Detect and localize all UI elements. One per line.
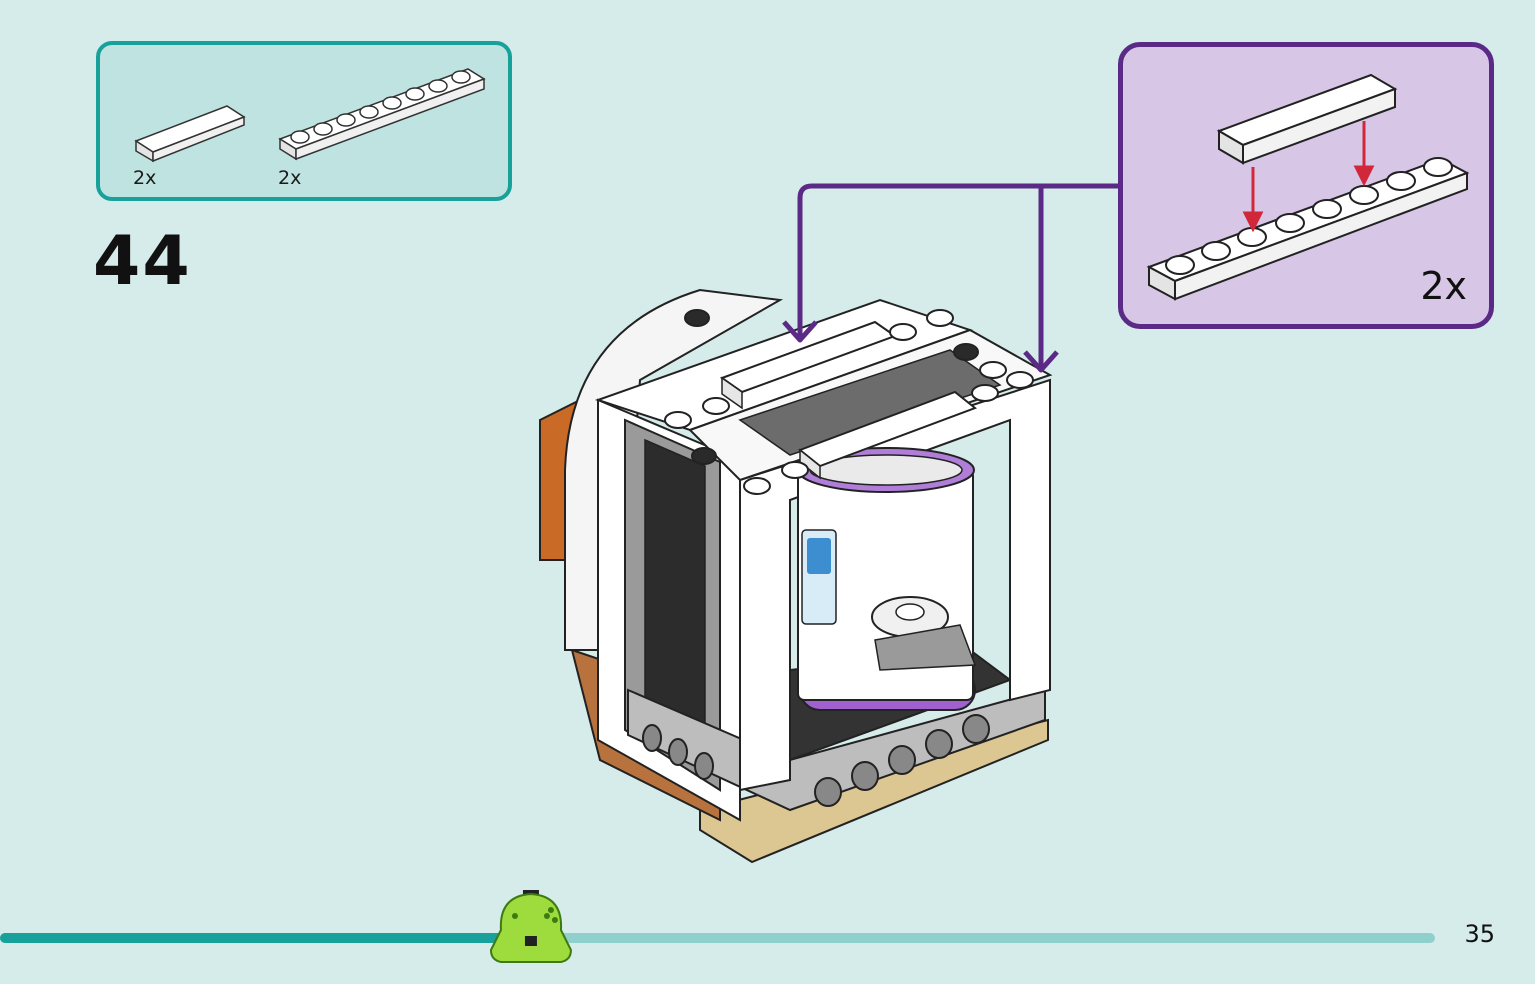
gray-bracket	[874, 624, 977, 671]
top-tile-1-side	[721, 376, 743, 410]
top-opening	[738, 349, 1002, 456]
part-quantity-tile: 2x	[133, 167, 157, 189]
technic-holes	[642, 714, 990, 807]
dark-studs	[684, 309, 979, 465]
subassembly-callout: 2x	[1118, 42, 1494, 329]
callout-arrows	[782, 183, 1118, 373]
step-number: 44	[93, 222, 192, 301]
callout-art	[1146, 73, 1470, 301]
callout-plate-icon	[1146, 157, 1470, 283]
parts-list-art	[134, 68, 486, 163]
sticker-logo	[807, 538, 831, 574]
studs	[664, 309, 1034, 495]
red-arrows	[1242, 121, 1375, 233]
top-tile-2-side	[799, 448, 821, 480]
page-number: 35	[1464, 920, 1495, 948]
parts-list-box: 2x 2x	[96, 41, 512, 201]
part-quantity-plate: 2x	[278, 167, 302, 189]
callout-quantity: 2x	[1420, 264, 1467, 308]
